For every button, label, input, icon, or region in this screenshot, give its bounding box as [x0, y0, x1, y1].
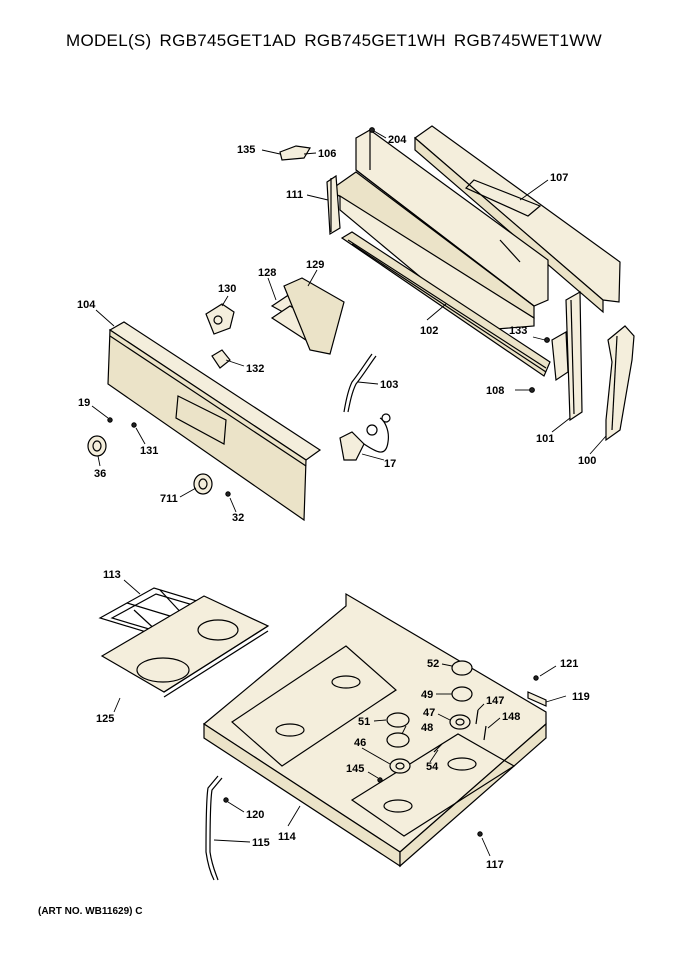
- callout-145: 145: [346, 763, 364, 775]
- models-label: MODEL(S): [66, 31, 152, 50]
- callout-711: 711: [160, 493, 178, 505]
- callout-120: 120: [246, 809, 264, 821]
- part-204-screw: [369, 127, 375, 133]
- callout-100: 100: [578, 455, 596, 467]
- part-32-screw: [225, 491, 231, 497]
- callout-114: 114: [278, 831, 297, 843]
- callout-46: 46: [354, 737, 366, 749]
- callout-106: 106: [318, 148, 336, 160]
- callout-47: 47: [423, 707, 435, 719]
- part-131-screw: [131, 422, 137, 428]
- part-121-screw: [533, 675, 539, 681]
- part-100-end-cap: [605, 325, 635, 442]
- model-number: RGB745GET1AD: [159, 31, 297, 50]
- callout-54: 54: [426, 761, 439, 773]
- part-108-screw: [529, 387, 535, 393]
- part-106-backguard: [335, 129, 549, 331]
- callout-104: 104: [77, 299, 96, 311]
- callout-108: 108: [486, 385, 504, 397]
- model-number: RGB745WET1WW: [453, 31, 602, 50]
- callout-128: 128: [258, 267, 276, 279]
- callout-102: 102: [420, 325, 438, 337]
- part-114-cooktop: [202, 592, 547, 868]
- part-133-screw: [544, 337, 550, 343]
- callout-147: 147: [486, 695, 504, 707]
- callout-19: 19: [78, 397, 90, 409]
- part-52-burner-cap: [451, 660, 473, 676]
- callout-130: 130: [218, 283, 236, 295]
- model-number: RGB745GET1WH: [304, 31, 446, 50]
- callout-115: 115: [252, 837, 270, 849]
- part-47-burner-head: [449, 714, 471, 730]
- callout-49: 49: [421, 689, 433, 701]
- callout-17: 17: [384, 458, 396, 470]
- part-48-burner-cap: [386, 732, 410, 748]
- part-128-129-control-board: [270, 277, 345, 355]
- part-147-clip: [475, 709, 479, 725]
- callout-numbers: 135 106 204 107 111 128 129 130 104 102 …: [77, 134, 596, 871]
- part-111-side-bracket: [326, 174, 341, 236]
- part-117-screw: [477, 831, 483, 837]
- callout-148: 148: [502, 711, 520, 723]
- part-119-hinge: [527, 691, 547, 707]
- callout-117: 117: [486, 859, 504, 871]
- callout-113: 113: [103, 569, 121, 581]
- callout-51: 51: [358, 716, 370, 728]
- callout-131: 131: [140, 445, 158, 457]
- callout-119: 119: [572, 691, 590, 703]
- callout-48: 48: [421, 722, 433, 734]
- callout-125: 125: [96, 713, 114, 725]
- part-36-knob: [87, 435, 107, 457]
- leader-lines: [91, 130, 607, 857]
- callout-129: 129: [306, 259, 324, 271]
- callout-121: 121: [560, 658, 578, 670]
- part-711-knob: [193, 473, 213, 495]
- part-115-support-rod: [205, 775, 223, 881]
- callout-101: 101: [536, 433, 554, 445]
- part-101-bracket: [551, 290, 583, 422]
- model-header: MODEL(S) RGB745GET1AD RGB745GET1WH RGB745WE…: [66, 31, 610, 51]
- part-46-burner-head: [389, 758, 411, 774]
- part-103-harness: [343, 353, 377, 413]
- part-132-switch: [211, 349, 231, 369]
- part-125-drip-pan: [100, 595, 270, 698]
- callout-132: 132: [246, 363, 264, 375]
- part-145-screw: [377, 777, 383, 783]
- callout-135: 135: [237, 144, 255, 156]
- part-130-switch: [205, 303, 235, 335]
- part-104-control-panel: [107, 321, 322, 522]
- callout-111: 111: [286, 189, 303, 201]
- part-107-top-cover: [414, 125, 621, 314]
- part-51-burner-cap: [386, 712, 410, 728]
- part-19-screw: [107, 417, 113, 423]
- part-135-clip: [279, 145, 311, 161]
- callout-32: 32: [232, 512, 244, 524]
- art-number: (ART NO. WB11629) C: [38, 906, 143, 917]
- part-17-igniter: [339, 413, 391, 461]
- callout-52: 52: [427, 658, 439, 670]
- callout-204: 204: [388, 134, 407, 146]
- part-148-clip: [483, 725, 487, 741]
- callout-133: 133: [509, 325, 527, 337]
- part-54-electrode: [433, 743, 443, 753]
- part-49-burner-cap: [451, 686, 473, 702]
- callout-36: 36: [94, 468, 106, 480]
- part-120-screw: [223, 797, 229, 803]
- callout-107: 107: [550, 172, 568, 184]
- callout-103: 103: [380, 379, 398, 391]
